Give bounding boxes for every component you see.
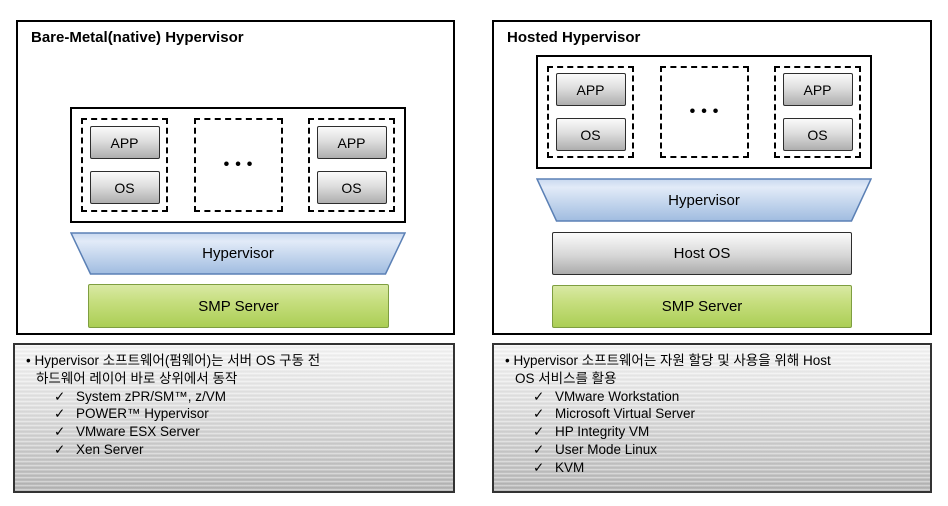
note-items: ✓ System zPR/SM™, z/VM ✓ POWER™ Hypervisor… — [54, 388, 443, 459]
smp-server-bar: SMP Server — [88, 284, 389, 328]
vm-box: APP OS — [774, 66, 861, 158]
check-icon: ✓ — [54, 406, 66, 422]
os-box: OS — [316, 171, 387, 204]
check-icon: ✓ — [533, 459, 545, 475]
note-item-label: Microsoft Virtual Server — [555, 406, 696, 422]
check-icon: ✓ — [533, 406, 545, 422]
check-icon: ✓ — [533, 424, 545, 440]
vm-container: APP OS ••• APP OS — [536, 55, 872, 169]
vm-box-ellipsis: ••• — [193, 118, 283, 212]
note-item: ✓ VMware ESX Server — [54, 423, 443, 441]
notes-content: • Hypervisor 소프트웨어(펌웨어)는 서버 OS 구동 전 하드웨어… — [15, 345, 453, 459]
note-bullet-line-cont: OS 서비스를 활용 — [515, 370, 617, 386]
hypervisor-trapezoid: Hypervisor — [70, 232, 406, 275]
note-item: ✓ User Mode Linux — [533, 441, 920, 459]
trapezoid-shape — [536, 178, 872, 222]
note-item: ✓ Microsoft Virtual Server — [533, 405, 920, 423]
vm-box: APP OS — [547, 66, 634, 158]
check-icon: ✓ — [533, 388, 545, 404]
note-item-label: User Mode Linux — [555, 442, 658, 458]
bare-metal-notes-box: • Hypervisor 소프트웨어(펌웨어)는 서버 OS 구동 전 하드웨어… — [13, 343, 455, 493]
hypervisor-label: Hypervisor — [202, 245, 274, 262]
note-bullet-line: • Hypervisor 소프트웨어(펌웨어)는 서버 OS 구동 전 — [26, 353, 321, 368]
os-box: OS — [89, 171, 160, 204]
host-os-bar: Host OS — [552, 232, 852, 275]
app-box: APP — [316, 126, 387, 159]
hypervisor-label: Hypervisor — [668, 191, 740, 209]
note-item-label: VMware Workstation — [555, 388, 680, 404]
note-item: ✓ System zPR/SM™, z/VM — [54, 388, 443, 406]
note-items: ✓ VMware Workstation ✓ Microsoft Virtual S… — [533, 388, 920, 477]
note-item: ✓ KVM — [533, 459, 920, 477]
bare-metal-panel: Bare-Metal(native) Hypervisor APP OS •••… — [16, 20, 455, 335]
hosted-panel: Hosted Hypervisor APP OS ••• APP OS Hype… — [492, 20, 932, 335]
note-item: ✓ POWER™ Hypervisor — [54, 405, 443, 423]
check-icon: ✓ — [54, 442, 66, 458]
os-box: OS — [555, 118, 626, 151]
notes-content: • Hypervisor 소프트웨어는 자원 할당 및 사용을 위해 Host … — [494, 345, 930, 477]
smp-server-bar: SMP Server — [552, 285, 852, 328]
panel-title: Hosted Hypervisor — [507, 29, 641, 46]
note-bullet-line-cont: 하드웨어 레이어 바로 상위에서 동작 — [36, 370, 238, 386]
app-box: APP — [89, 126, 160, 159]
app-box: APP — [555, 73, 626, 106]
hosted-notes-box: • Hypervisor 소프트웨어는 자원 할당 및 사용을 위해 Host … — [492, 343, 932, 493]
note-item-label: VMware ESX Server — [76, 424, 200, 440]
note-item-label: System zPR/SM™, z/VM — [76, 388, 227, 404]
check-icon: ✓ — [54, 388, 66, 404]
note-bullet-line: • Hypervisor 소프트웨어는 자원 할당 및 사용을 위해 Host — [505, 353, 831, 368]
note-item: ✓ HP Integrity VM — [533, 423, 920, 441]
check-icon: ✓ — [533, 442, 545, 458]
note-item-label: Xen Server — [76, 442, 144, 458]
note-item-label: POWER™ Hypervisor — [76, 406, 209, 422]
os-box: OS — [782, 118, 853, 151]
panel-title: Bare-Metal(native) Hypervisor — [31, 29, 244, 46]
note-item: ✓ VMware Workstation — [533, 388, 920, 406]
check-icon: ✓ — [54, 424, 66, 440]
vm-box: APP OS — [308, 118, 395, 212]
vm-box: APP OS — [81, 118, 168, 212]
note-item-label: HP Integrity VM — [555, 424, 650, 440]
ellipsis-dots: ••• — [689, 103, 725, 120]
hypervisor-trapezoid: Hypervisor — [536, 178, 872, 222]
note-item: ✓ Xen Server — [54, 441, 443, 459]
vm-container: APP OS ••• APP OS — [70, 107, 406, 223]
trapezoid-shape — [70, 232, 406, 275]
app-box: APP — [782, 73, 853, 106]
vm-box-ellipsis: ••• — [659, 66, 749, 158]
note-item-label: KVM — [555, 459, 585, 475]
ellipsis-dots: ••• — [223, 156, 259, 173]
